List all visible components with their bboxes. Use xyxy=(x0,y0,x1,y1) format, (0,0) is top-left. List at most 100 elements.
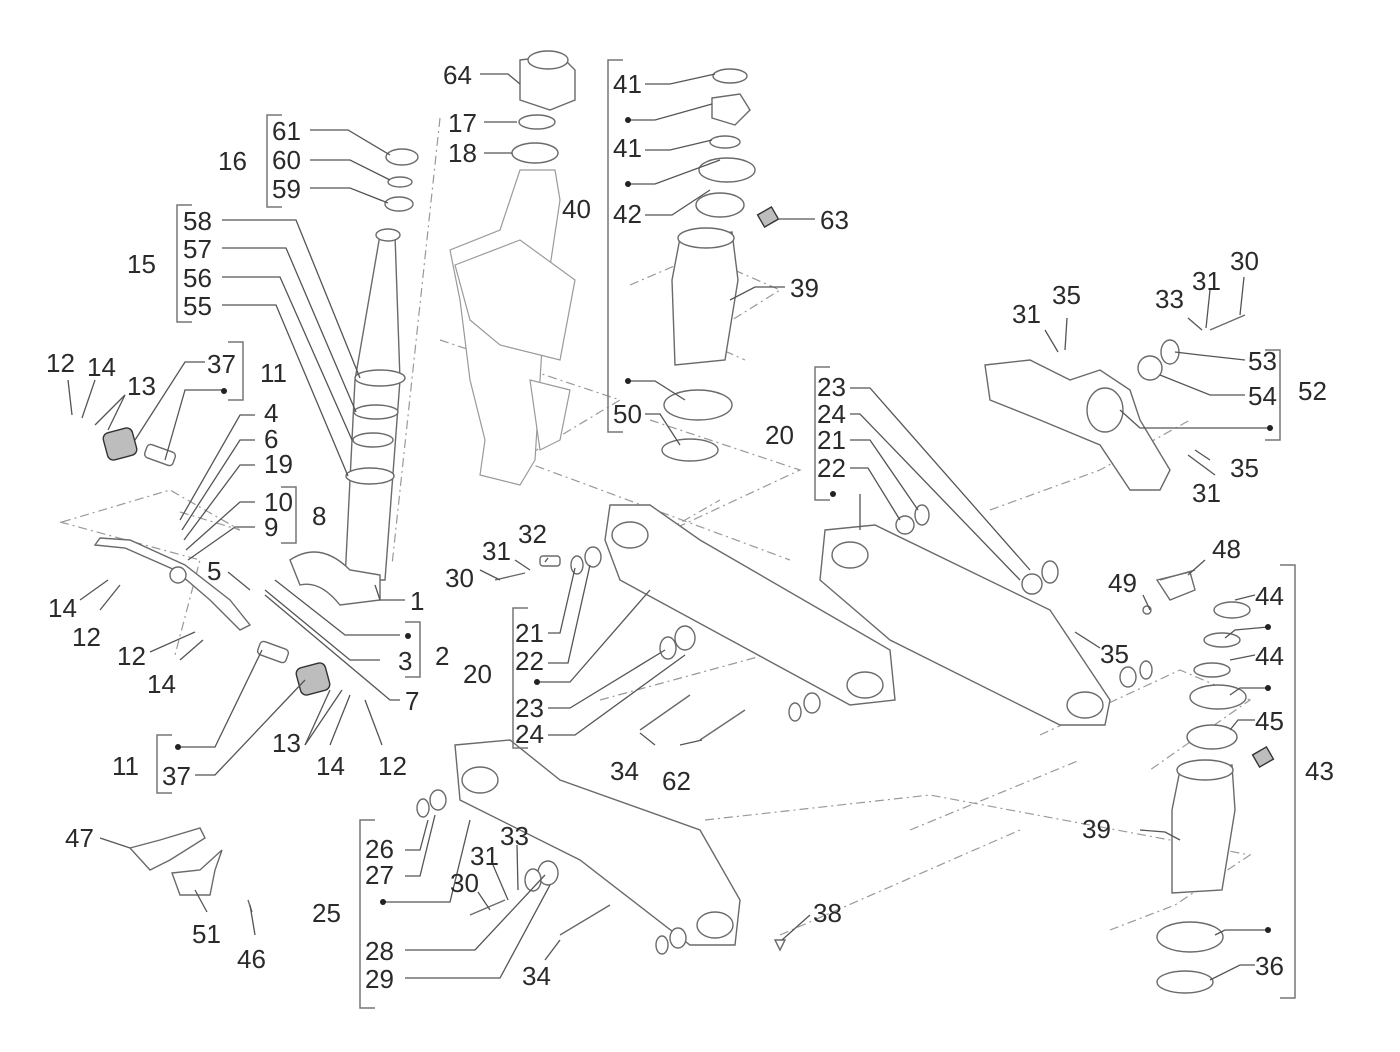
upper-bearing-set xyxy=(384,148,419,212)
callout-21: 21 xyxy=(817,425,846,455)
callout-47: 47 xyxy=(65,823,94,853)
callout-14: 14 xyxy=(316,751,345,781)
callout-26: 26 xyxy=(365,834,394,864)
callout-45: 45 xyxy=(1255,706,1284,736)
callout-9: 9 xyxy=(264,512,278,542)
callout-23: 23 xyxy=(515,693,544,723)
callout-48: 48 xyxy=(1212,534,1241,564)
upper-suspension-arm xyxy=(604,504,896,706)
callout-49: 49 xyxy=(1108,568,1137,598)
group-brackets xyxy=(156,59,1296,1009)
callout-22: 22 xyxy=(515,646,544,676)
callout-52: 52 xyxy=(1298,376,1327,406)
callout-44: 44 xyxy=(1255,641,1284,671)
callout-35: 35 xyxy=(1052,280,1081,310)
callout-30: 30 xyxy=(1230,246,1259,276)
fasteners xyxy=(416,314,1246,955)
callout-5: 5 xyxy=(207,556,221,586)
callout-19: 19 xyxy=(264,449,293,479)
callout-31: 31 xyxy=(482,536,511,566)
callout-21: 21 xyxy=(515,618,544,648)
callout-28: 28 xyxy=(365,936,394,966)
callout-20: 20 xyxy=(765,420,794,450)
callout-25: 25 xyxy=(312,898,341,928)
callout-33: 33 xyxy=(500,821,529,851)
callout-54: 54 xyxy=(1248,381,1277,411)
callout-2: 2 xyxy=(435,641,449,671)
callout-13: 13 xyxy=(272,728,301,758)
callout-15: 15 xyxy=(127,249,156,279)
callout-24: 24 xyxy=(817,399,846,429)
rear-bracket-arm xyxy=(984,359,1171,491)
callout-10: 10 xyxy=(264,487,293,517)
callout-51: 51 xyxy=(192,919,221,949)
callout-50: 50 xyxy=(613,399,642,429)
callout-16: 16 xyxy=(218,146,247,176)
callout-40: 40 xyxy=(562,194,591,224)
callout-12: 12 xyxy=(46,348,75,378)
callout-3: 3 xyxy=(398,646,412,676)
callout-11: 11 xyxy=(260,358,287,388)
callout-24: 24 xyxy=(515,719,544,749)
callout-35: 35 xyxy=(1230,453,1259,483)
callout-1: 1 xyxy=(410,586,424,616)
right-steering-tube-assembly xyxy=(1155,571,1275,994)
callout-12: 12 xyxy=(117,641,146,671)
callout-33: 33 xyxy=(1155,284,1184,314)
callout-35: 35 xyxy=(1100,639,1129,669)
callout-38: 38 xyxy=(813,898,842,928)
callout-18: 18 xyxy=(448,138,477,168)
callout-12: 12 xyxy=(378,751,407,781)
callout-34: 34 xyxy=(610,756,639,786)
leader-lines xyxy=(67,73,1270,981)
callout-31: 31 xyxy=(470,841,499,871)
steering-lock-body xyxy=(511,50,576,164)
callout-30: 30 xyxy=(445,563,474,593)
callout-34: 34 xyxy=(522,961,551,991)
callout-39: 39 xyxy=(790,273,819,303)
callout-41: 41 xyxy=(613,133,642,163)
callout-56: 56 xyxy=(183,263,212,293)
callout-43: 43 xyxy=(1305,756,1334,786)
callout-55: 55 xyxy=(183,291,212,321)
callout-31: 31 xyxy=(1192,478,1221,508)
callout-7: 7 xyxy=(405,686,419,716)
group-dots xyxy=(175,117,1273,933)
callout-23: 23 xyxy=(817,372,846,402)
middle-suspension-arm xyxy=(819,524,1111,726)
callout-37: 37 xyxy=(207,349,236,379)
lower-suspension-arm xyxy=(454,739,741,946)
callout-17: 17 xyxy=(448,108,477,138)
callout-8: 8 xyxy=(312,501,326,531)
callout-37: 37 xyxy=(162,761,191,791)
callout-59: 59 xyxy=(272,174,301,204)
callout-labels: 64 17 18 16 61 60 59 15 58 57 56 55 12 1… xyxy=(46,60,1334,994)
callout-11: 11 xyxy=(112,751,139,781)
callout-63: 63 xyxy=(820,205,849,235)
callout-57: 57 xyxy=(183,234,212,264)
callout-4: 4 xyxy=(264,398,278,428)
steering-column-shaft xyxy=(289,228,406,606)
callout-36: 36 xyxy=(1255,951,1284,981)
tie-rod-ends xyxy=(102,427,331,696)
callout-44: 44 xyxy=(1255,581,1284,611)
callout-60: 60 xyxy=(272,145,301,175)
callout-64: 64 xyxy=(443,60,472,90)
callout-62: 62 xyxy=(662,766,691,796)
callout-13: 13 xyxy=(127,371,156,401)
callout-32: 32 xyxy=(518,519,547,549)
callout-14: 14 xyxy=(48,593,77,623)
callout-53: 53 xyxy=(1248,346,1277,376)
callout-22: 22 xyxy=(817,453,846,483)
tie-rod xyxy=(93,537,252,631)
callout-14: 14 xyxy=(87,352,116,382)
callout-46: 46 xyxy=(237,944,266,974)
callout-20: 20 xyxy=(463,659,492,689)
left-steering-tube-assembly xyxy=(661,68,780,462)
callout-6: 6 xyxy=(264,424,278,454)
callout-29: 29 xyxy=(365,964,394,994)
callout-14: 14 xyxy=(147,669,176,699)
callout-58: 58 xyxy=(183,206,212,236)
callout-27: 27 xyxy=(365,860,394,890)
